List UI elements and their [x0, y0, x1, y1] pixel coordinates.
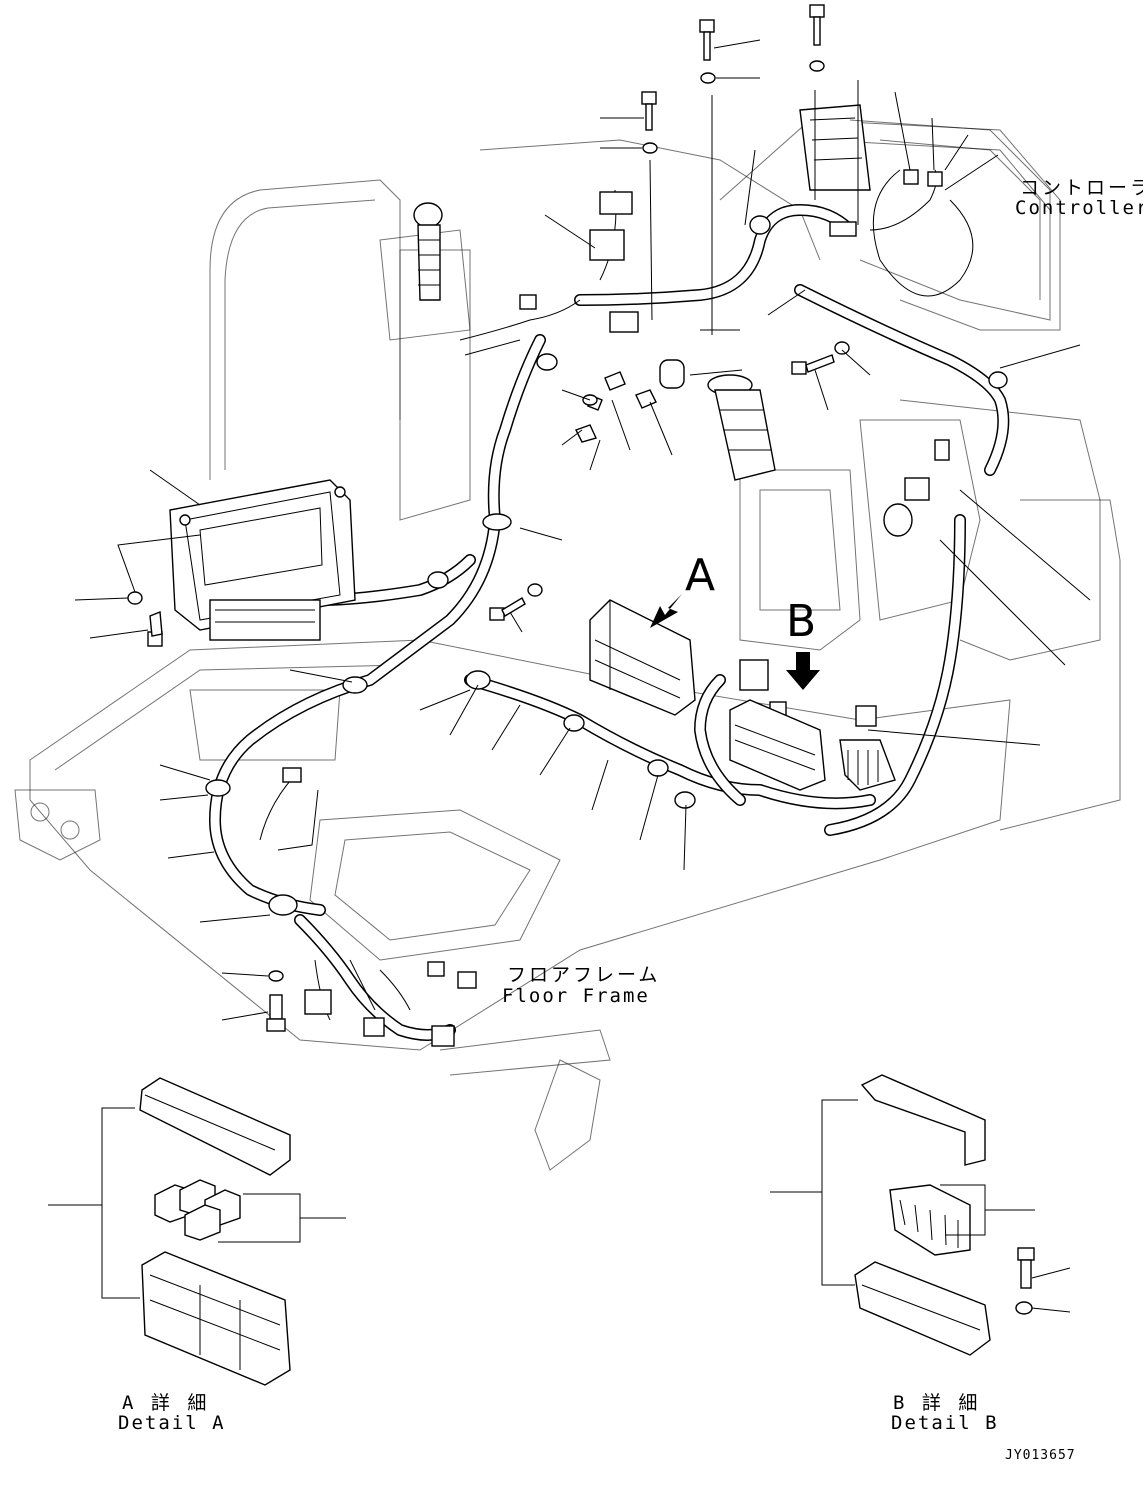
- view-b-marker: B: [786, 596, 817, 647]
- cab-frame-outline: [209, 119, 1121, 831]
- main-harness: [209, 204, 1010, 1041]
- leader-lines-main: [74, 39, 1091, 1021]
- floor-frame-outline: [14, 639, 1011, 1171]
- fuse-box-a: [589, 599, 696, 716]
- harness-clamps: [205, 215, 1008, 916]
- floor-frame-label-jp: フロアフレーム: [507, 964, 661, 986]
- detail-b-drawing: [770, 1074, 1071, 1356]
- connectors: [282, 169, 950, 1047]
- left-joystick: [413, 202, 443, 301]
- controller-unit: [799, 104, 1051, 321]
- drawing-number: JY013657: [1005, 1448, 1076, 1463]
- arrow-b-icon: [786, 652, 820, 690]
- detail-b-title-jp: B 詳 細: [893, 1392, 981, 1414]
- detail-a-drawing: [48, 1077, 346, 1386]
- view-a-marker: A: [685, 550, 716, 601]
- detail-a-title-en: Detail A: [118, 1412, 226, 1434]
- controller-label-en: Controller: [1015, 197, 1143, 219]
- relay-box-b: [729, 699, 896, 791]
- arrow-a-icon: [650, 588, 688, 628]
- floor-frame-label-en: Floor Frame: [502, 985, 650, 1007]
- controller-label-jp: コントローラ: [1020, 177, 1143, 199]
- right-joystick: [707, 374, 776, 481]
- ecu-module: [169, 479, 356, 641]
- detail-a-title-jp: A 詳 細: [122, 1392, 210, 1414]
- detail-b-title-en: Detail B: [891, 1412, 999, 1434]
